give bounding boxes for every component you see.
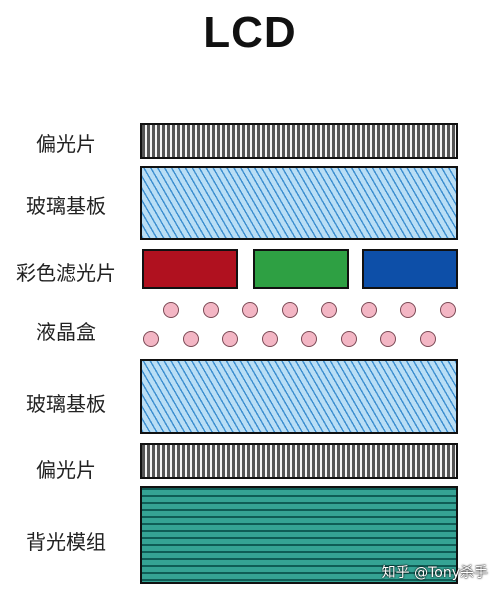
filter-blue [362, 249, 458, 289]
label-glass-top: 玻璃基板 [26, 194, 106, 218]
liquid-crystal-dot [340, 331, 357, 347]
liquid-crystal-dot [281, 302, 298, 318]
liquid-crystal-dot [163, 302, 179, 318]
liquid-crystal-dot [222, 331, 238, 347]
liquid-crystal-dot [182, 331, 199, 347]
filter-red [142, 249, 238, 289]
label-glass-bottom: 玻璃基板 [26, 392, 106, 416]
layer-polarizer-bottom [140, 443, 458, 479]
layer-backlight [140, 486, 458, 584]
liquid-crystal-dot [360, 302, 377, 318]
liquid-crystal-dot [242, 302, 258, 318]
diagram-title: LCD [203, 8, 297, 57]
liquid-crystal-dot [439, 302, 456, 318]
label-liquid-crystal: 液晶盒 [36, 320, 96, 344]
liquid-crystal-dot [202, 302, 219, 318]
label-polarizer-top: 偏光片 [36, 132, 96, 156]
liquid-crystal-dot [419, 331, 436, 347]
liquid-crystal-dot [261, 331, 278, 347]
liquid-crystal-dot [400, 302, 416, 318]
label-color-filter: 彩色滤光片 [16, 261, 116, 285]
layer-polarizer-top [140, 123, 458, 159]
label-polarizer-bottom: 偏光片 [36, 458, 96, 482]
liquid-crystal-dot [321, 302, 337, 318]
label-backlight: 背光模组 [26, 530, 106, 554]
watermark: 知乎 @Tony杀手 [381, 565, 488, 581]
liquid-crystal-dot [143, 331, 159, 347]
layer-glass-top [140, 166, 458, 240]
layer-glass-bottom [140, 359, 458, 434]
liquid-crystal-dot [301, 331, 317, 347]
filter-green [253, 249, 349, 289]
liquid-crystal-dot [380, 331, 396, 347]
